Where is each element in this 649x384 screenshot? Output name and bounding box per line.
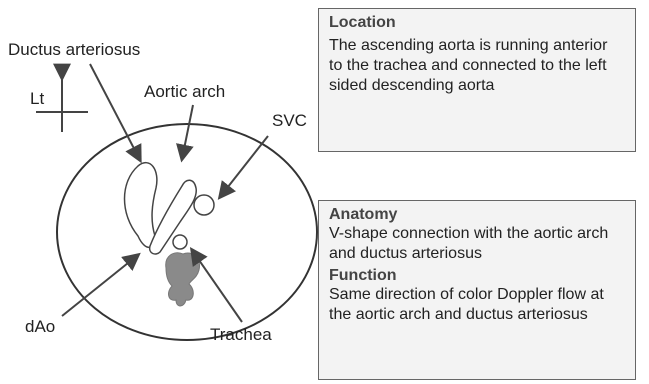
anatomy-text: V-shape connection with the aortic arch … (329, 224, 625, 264)
chest-outline (57, 124, 317, 340)
svc-vessel (194, 195, 214, 215)
function-text: Same direction of color Doppler flow at … (329, 285, 625, 325)
location-box: Location The ascending aorta is running … (318, 8, 636, 152)
anatomy-function-box: Anatomy V-shape connection with the aort… (318, 200, 636, 380)
location-text: The ascending aorta is running anterior … (329, 36, 625, 96)
label-aortic-arch: Aortic arch (144, 83, 225, 100)
label-dao: dAo (25, 318, 55, 335)
label-svc: SVC (272, 112, 307, 129)
trachea-vessel (173, 235, 187, 249)
function-title: Function (329, 266, 625, 285)
anatomy-title: Anatomy (329, 205, 625, 224)
label-lt: Lt (30, 90, 44, 107)
location-title: Location (329, 13, 625, 32)
label-trachea: Trachea (210, 326, 272, 343)
label-ductus-arteriosus: Ductus arteriosus (8, 41, 140, 58)
